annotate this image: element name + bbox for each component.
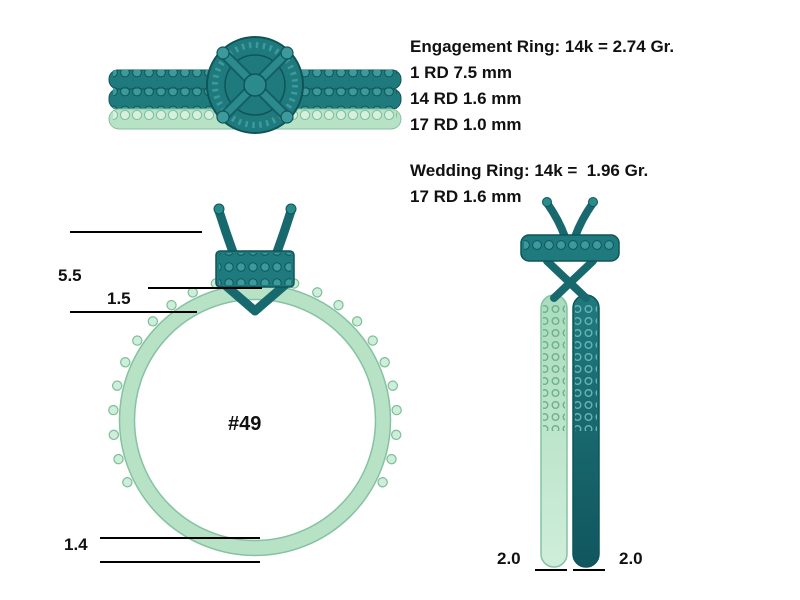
dim-label-band-width-right: 2.0 xyxy=(619,549,643,568)
engagement-spec-line-2: 14 RD 1.6 mm xyxy=(410,89,522,108)
engagement-spec-line-1: 1 RD 7.5 mm xyxy=(410,63,513,82)
dim-line-band-bottom-inner xyxy=(100,537,260,539)
dim-label-shank-bottom-thickness: 1.4 xyxy=(64,535,88,554)
engagement-ring-spec-title: Engagement Ring: 14k = 2.74 Gr. xyxy=(410,37,675,56)
dim-line-width-left xyxy=(535,569,567,571)
ring-top-view xyxy=(108,36,402,134)
dim-line-band-top xyxy=(70,311,197,313)
dim-line-width-right xyxy=(573,569,605,571)
ring-front-view xyxy=(107,203,403,557)
engagement-band-side xyxy=(572,294,600,568)
head-side-view xyxy=(520,197,620,302)
ring-size-label: #49 xyxy=(228,413,262,435)
ring-side-view xyxy=(520,197,620,568)
wedding-band-side xyxy=(540,294,568,568)
spec-block: Engagement Ring: 14k = 2.74 Gr. 1 RD 7.5… xyxy=(410,34,674,210)
dim-label-shank-top-thickness: 1.5 xyxy=(107,289,131,308)
spec-gap xyxy=(410,138,674,158)
dim-line-band-bottom-outer xyxy=(100,561,260,563)
head-top-view xyxy=(206,36,304,134)
dim-line-head-bottom xyxy=(148,287,262,289)
dim-label-head-height: 5.5 xyxy=(58,266,82,285)
wedding-ring-spec-title: Wedding Ring: 14k = 1.96 Gr. xyxy=(410,161,649,180)
head-front-view xyxy=(213,203,297,316)
dim-label-band-width-left: 2.0 xyxy=(497,549,521,568)
dim-line-head-top xyxy=(70,231,202,233)
engagement-spec-line-3: 17 RD 1.0 mm xyxy=(410,115,522,134)
wedding-spec-line-1: 17 RD 1.6 mm xyxy=(410,187,522,206)
